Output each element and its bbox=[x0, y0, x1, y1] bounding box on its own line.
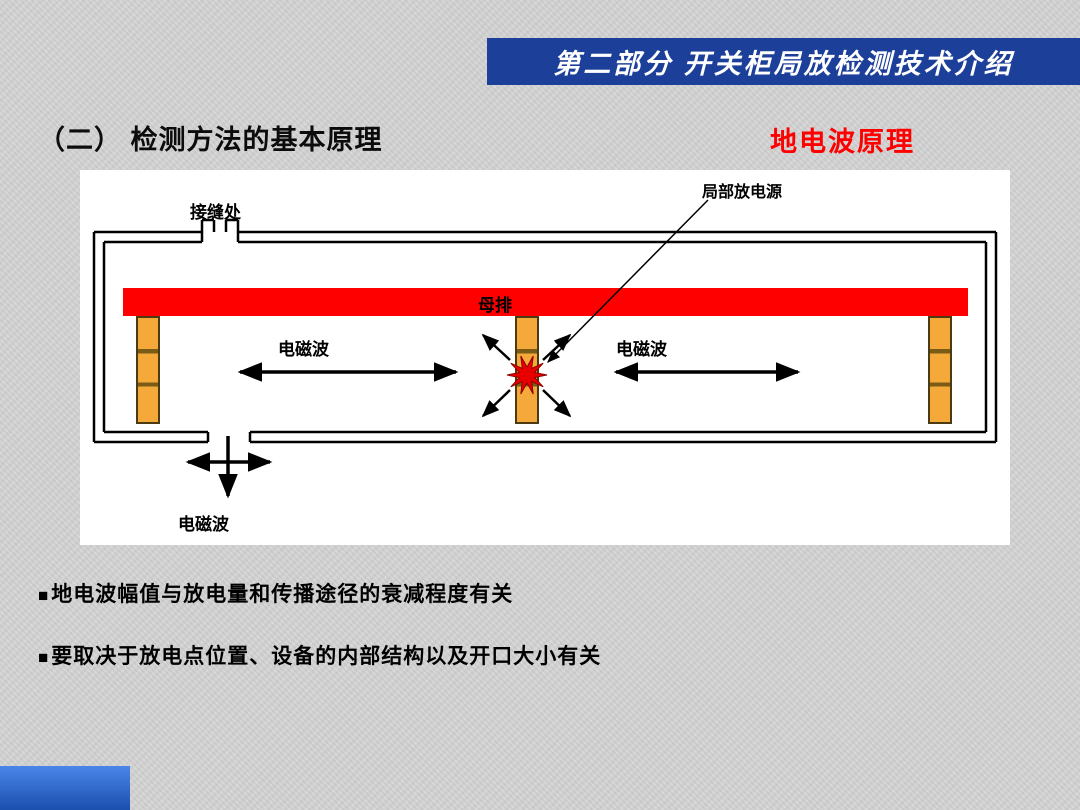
bullet-item: ■要取决于放电点位置、设备的内部结构以及开口大小有关 bbox=[38, 640, 601, 670]
insulator-left bbox=[136, 316, 160, 424]
bullet-marker: ■ bbox=[38, 586, 50, 605]
em-wave-left-label: 电磁波 bbox=[278, 340, 329, 359]
cabinet-diagram bbox=[92, 199, 998, 499]
bullet-item: ■地电波幅值与放电量和传播途径的衰减程度有关 bbox=[38, 578, 601, 608]
footer-accent bbox=[0, 766, 130, 810]
busbar bbox=[123, 288, 968, 316]
bottom-leak-arrows bbox=[185, 436, 273, 499]
header-bar: 第二部分 开关柜局放检测技术介绍 bbox=[487, 38, 1080, 85]
cabinet-outline bbox=[92, 218, 998, 444]
topic-title: 地电波原理 bbox=[770, 127, 915, 157]
discharge-star bbox=[506, 355, 548, 395]
section-title: （二） 检测方法的基本原理 bbox=[38, 125, 383, 155]
em-wave-right-label: 电磁波 bbox=[616, 340, 667, 359]
pd-source-label: 局部放电源 bbox=[702, 184, 783, 201]
header-title: 第二部分 开关柜局放检测技术介绍 bbox=[553, 49, 1014, 79]
seam-label: 接缝处 bbox=[190, 203, 241, 222]
bullet-text: 要取决于放电点位置、设备的内部结构以及开口大小有关 bbox=[51, 645, 602, 668]
bullet-marker: ■ bbox=[38, 648, 50, 667]
bullet-text: 地电波幅值与放电量和传播途径的衰减程度有关 bbox=[51, 583, 514, 606]
diagram-panel: 接缝处 局部放电源 母排 电磁波 电磁波 电磁波 bbox=[80, 170, 1010, 545]
pd-source-pointer-arrow bbox=[547, 199, 709, 363]
em-wave-bottom-label: 电磁波 bbox=[178, 515, 229, 534]
bullet-list: ■地电波幅值与放电量和传播途径的衰减程度有关 ■要取决于放电点位置、设备的内部结… bbox=[38, 578, 601, 702]
insulator-right bbox=[928, 316, 952, 424]
busbar-label: 母排 bbox=[478, 296, 512, 315]
